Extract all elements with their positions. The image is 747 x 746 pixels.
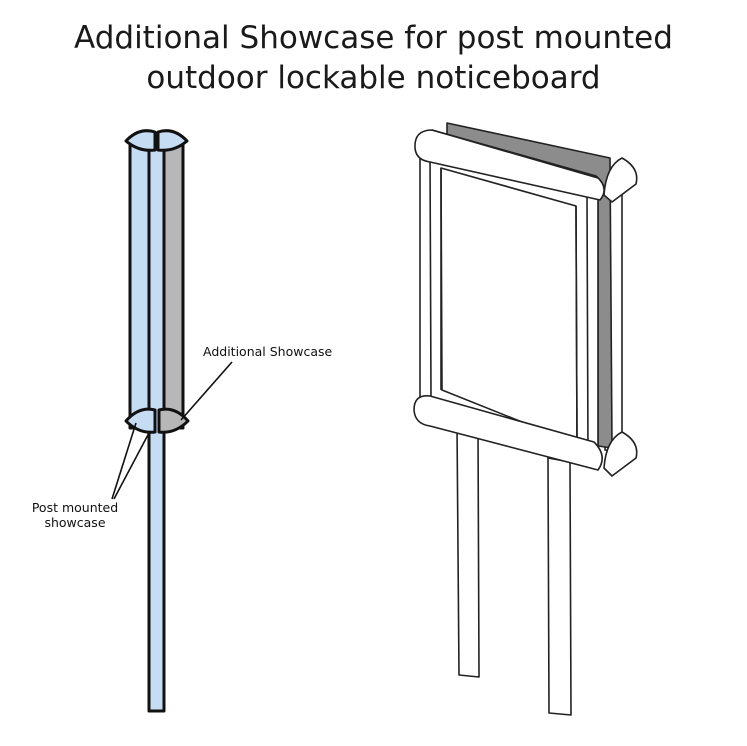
additional-showcase-body [161, 136, 185, 430]
bottom-cap-right [157, 407, 190, 434]
title-line-1: Additional Showcase for post mounted [74, 20, 673, 56]
title-line-2: outdoor lockable noticeboard [146, 60, 601, 96]
frame-edge-2 [575, 205, 578, 445]
leader-post-showcase-2 [113, 430, 151, 500]
top-cap-right [156, 129, 189, 152]
noticeboard-assembly [413, 122, 638, 716]
leader-additional-showcase [180, 361, 233, 421]
label-additional-showcase: Additional Showcase [203, 344, 333, 359]
leader-post-showcase-1 [111, 422, 137, 500]
bottom-header [413, 394, 603, 471]
label-post-mounted-showcase: Post mounted showcase [31, 500, 119, 530]
left-post-assembly [124, 129, 190, 713]
rear-top-cap [603, 157, 638, 203]
post-showcase-body [128, 136, 152, 430]
diagram-title: Additional Showcase for post mounted out… [0, 18, 747, 98]
leader-lines [111, 361, 233, 500]
leg-right [547, 457, 572, 716]
leg-left [456, 424, 480, 678]
top-cap-left [124, 129, 157, 152]
top-header-highlight [431, 129, 599, 179]
rear-bottom-cap [603, 431, 638, 477]
